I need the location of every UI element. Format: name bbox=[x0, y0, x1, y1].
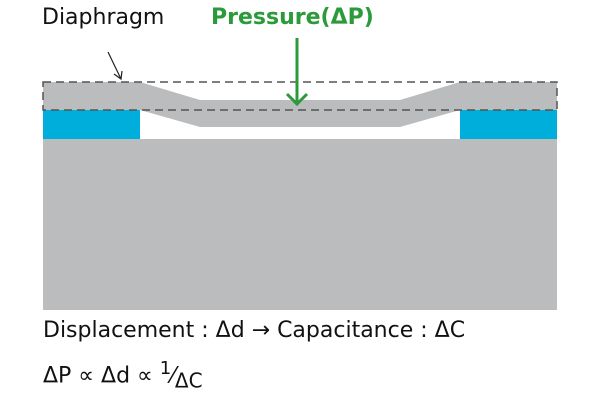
diaphragm-pointer-arrow bbox=[107, 51, 123, 81]
relation-line-2: ΔP ∝ Δd ∝ 1⁄ΔC bbox=[43, 358, 203, 393]
left-electrode-spacer bbox=[43, 110, 140, 139]
pressure-arrow-icon bbox=[285, 38, 309, 107]
right-electrode-spacer bbox=[460, 110, 557, 139]
diaphragm bbox=[43, 82, 557, 127]
diaphragm-label: Diaphragm bbox=[42, 5, 165, 30]
diaphragm-outline-dashed bbox=[42, 81, 558, 111]
pressure-label: Pressure(ΔP) bbox=[211, 5, 374, 30]
fraction-denominator: ΔC bbox=[174, 368, 203, 393]
substrate bbox=[43, 139, 557, 310]
relation-line-1: Displacement : Δd → Capacitance : ΔC bbox=[43, 318, 466, 343]
fraction-slash: ⁄ bbox=[171, 363, 175, 389]
fraction-numerator: 1 bbox=[159, 358, 172, 379]
relation-prefix: ΔP ∝ Δd ∝ bbox=[43, 363, 160, 389]
